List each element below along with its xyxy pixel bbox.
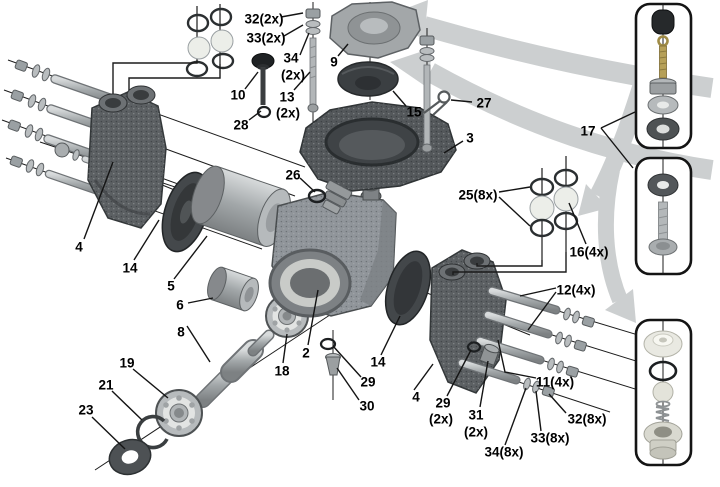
rubber-cap-icon bbox=[651, 9, 675, 35]
head-diaphragm bbox=[337, 61, 399, 97]
ball-bearing-rear bbox=[155, 389, 203, 437]
valve-ball-icon bbox=[187, 36, 211, 60]
callout-2: 2 bbox=[302, 345, 310, 361]
o-ring-icon bbox=[256, 105, 272, 119]
o-ring-icon bbox=[648, 360, 678, 382]
leader-lines bbox=[83, 12, 636, 450]
inset-panel-check-valve bbox=[634, 318, 693, 467]
callout-21: 21 bbox=[98, 377, 114, 393]
callout-31: 31 bbox=[468, 407, 484, 423]
callout-34-8x: 34(8x) bbox=[484, 444, 524, 460]
shaft-end-parts bbox=[108, 389, 203, 476]
callout-8: 8 bbox=[177, 324, 185, 340]
valve-ball-icon bbox=[529, 195, 555, 221]
piston-rod bbox=[483, 310, 587, 352]
callout-30: 30 bbox=[359, 398, 375, 414]
o-ring-icon bbox=[529, 177, 555, 197]
shaft-seal bbox=[108, 438, 152, 476]
piston-rod bbox=[457, 358, 555, 398]
o-ring-icon bbox=[186, 13, 210, 33]
callout-31-qty: (2x) bbox=[463, 424, 489, 440]
callout-6: 6 bbox=[176, 297, 184, 313]
drive-shaft bbox=[195, 329, 275, 408]
callout-11-4x: 11(4x) bbox=[535, 374, 575, 390]
callout-18: 18 bbox=[274, 363, 290, 379]
callout-13: 13 bbox=[279, 89, 295, 105]
callout-5: 5 bbox=[167, 278, 175, 294]
callout-29: 29 bbox=[360, 374, 376, 390]
callout-28: 28 bbox=[233, 117, 249, 133]
curved-arrow-icon bbox=[597, 168, 628, 304]
callout-14-right: 14 bbox=[370, 354, 386, 370]
callout-4-right: 4 bbox=[412, 389, 420, 405]
o-ring-icon bbox=[307, 188, 327, 204]
diaphragm-right bbox=[384, 250, 432, 326]
callout-32-2x: 32(2x) bbox=[244, 11, 284, 27]
callout-9: 9 bbox=[330, 54, 338, 70]
valve-ball-icon bbox=[210, 29, 234, 53]
callout-13-qty: (2x) bbox=[275, 105, 301, 121]
callout-16-4x: 16(4x) bbox=[569, 244, 609, 260]
callout-14-left: 14 bbox=[122, 260, 138, 276]
callout-12-4x: 12(4x) bbox=[556, 282, 596, 298]
valve-cone bbox=[325, 353, 341, 376]
callout-19: 19 bbox=[119, 355, 135, 371]
callout-32-8x: 32(8x) bbox=[567, 411, 607, 427]
valve-ball-icon bbox=[553, 186, 579, 212]
arrowhead-icon bbox=[605, 289, 636, 323]
stem-eye-icon bbox=[657, 35, 669, 47]
callout-29-qty: (2x) bbox=[428, 411, 454, 427]
o-ring-icon bbox=[185, 60, 209, 78]
o-ring-icon bbox=[211, 52, 235, 70]
small-center-parts bbox=[319, 337, 500, 376]
o-ring-icon bbox=[209, 7, 233, 27]
inset-panel-cover-screw bbox=[634, 156, 693, 276]
valve-kit-right-cluster bbox=[452, 156, 579, 275]
callout-4-left: 4 bbox=[75, 239, 83, 255]
o-ring-icon bbox=[466, 341, 482, 353]
bushing bbox=[479, 343, 500, 366]
o-ring-icon bbox=[529, 218, 555, 238]
callout-26: 26 bbox=[285, 167, 301, 183]
pump-head bbox=[299, 101, 457, 215]
callout-17: 17 bbox=[580, 123, 596, 139]
inset-panel-valve-stem bbox=[634, 2, 693, 150]
callout-25-8x: 25(8x) bbox=[458, 187, 498, 203]
piston-small bbox=[207, 266, 259, 312]
valve-ball-icon bbox=[652, 381, 674, 403]
callout-15: 15 bbox=[406, 104, 422, 120]
callout-34-qty: (2x) bbox=[280, 67, 306, 83]
callout-29-2x: 29 bbox=[435, 395, 451, 411]
callout-27: 27 bbox=[476, 95, 492, 111]
o-ring-icon bbox=[319, 337, 337, 351]
spring-icon bbox=[655, 406, 670, 422]
cotter-clip bbox=[423, 90, 451, 116]
hex-nut-icon bbox=[649, 82, 677, 95]
callout-3: 3 bbox=[466, 130, 474, 146]
callout-34: 34 bbox=[283, 50, 299, 66]
callout-10: 10 bbox=[230, 87, 246, 103]
callout-33-2x: 33(2x) bbox=[246, 30, 286, 46]
circlip bbox=[135, 414, 169, 450]
mushroom-valve bbox=[251, 53, 275, 119]
callout-33-8x: 33(8x) bbox=[530, 430, 570, 446]
o-ring-icon bbox=[553, 168, 579, 188]
left-crankcase-housing bbox=[87, 85, 167, 229]
valve-kit-left-cluster bbox=[112, 4, 235, 99]
top-cover bbox=[329, 1, 421, 59]
callout-23: 23 bbox=[78, 402, 94, 418]
